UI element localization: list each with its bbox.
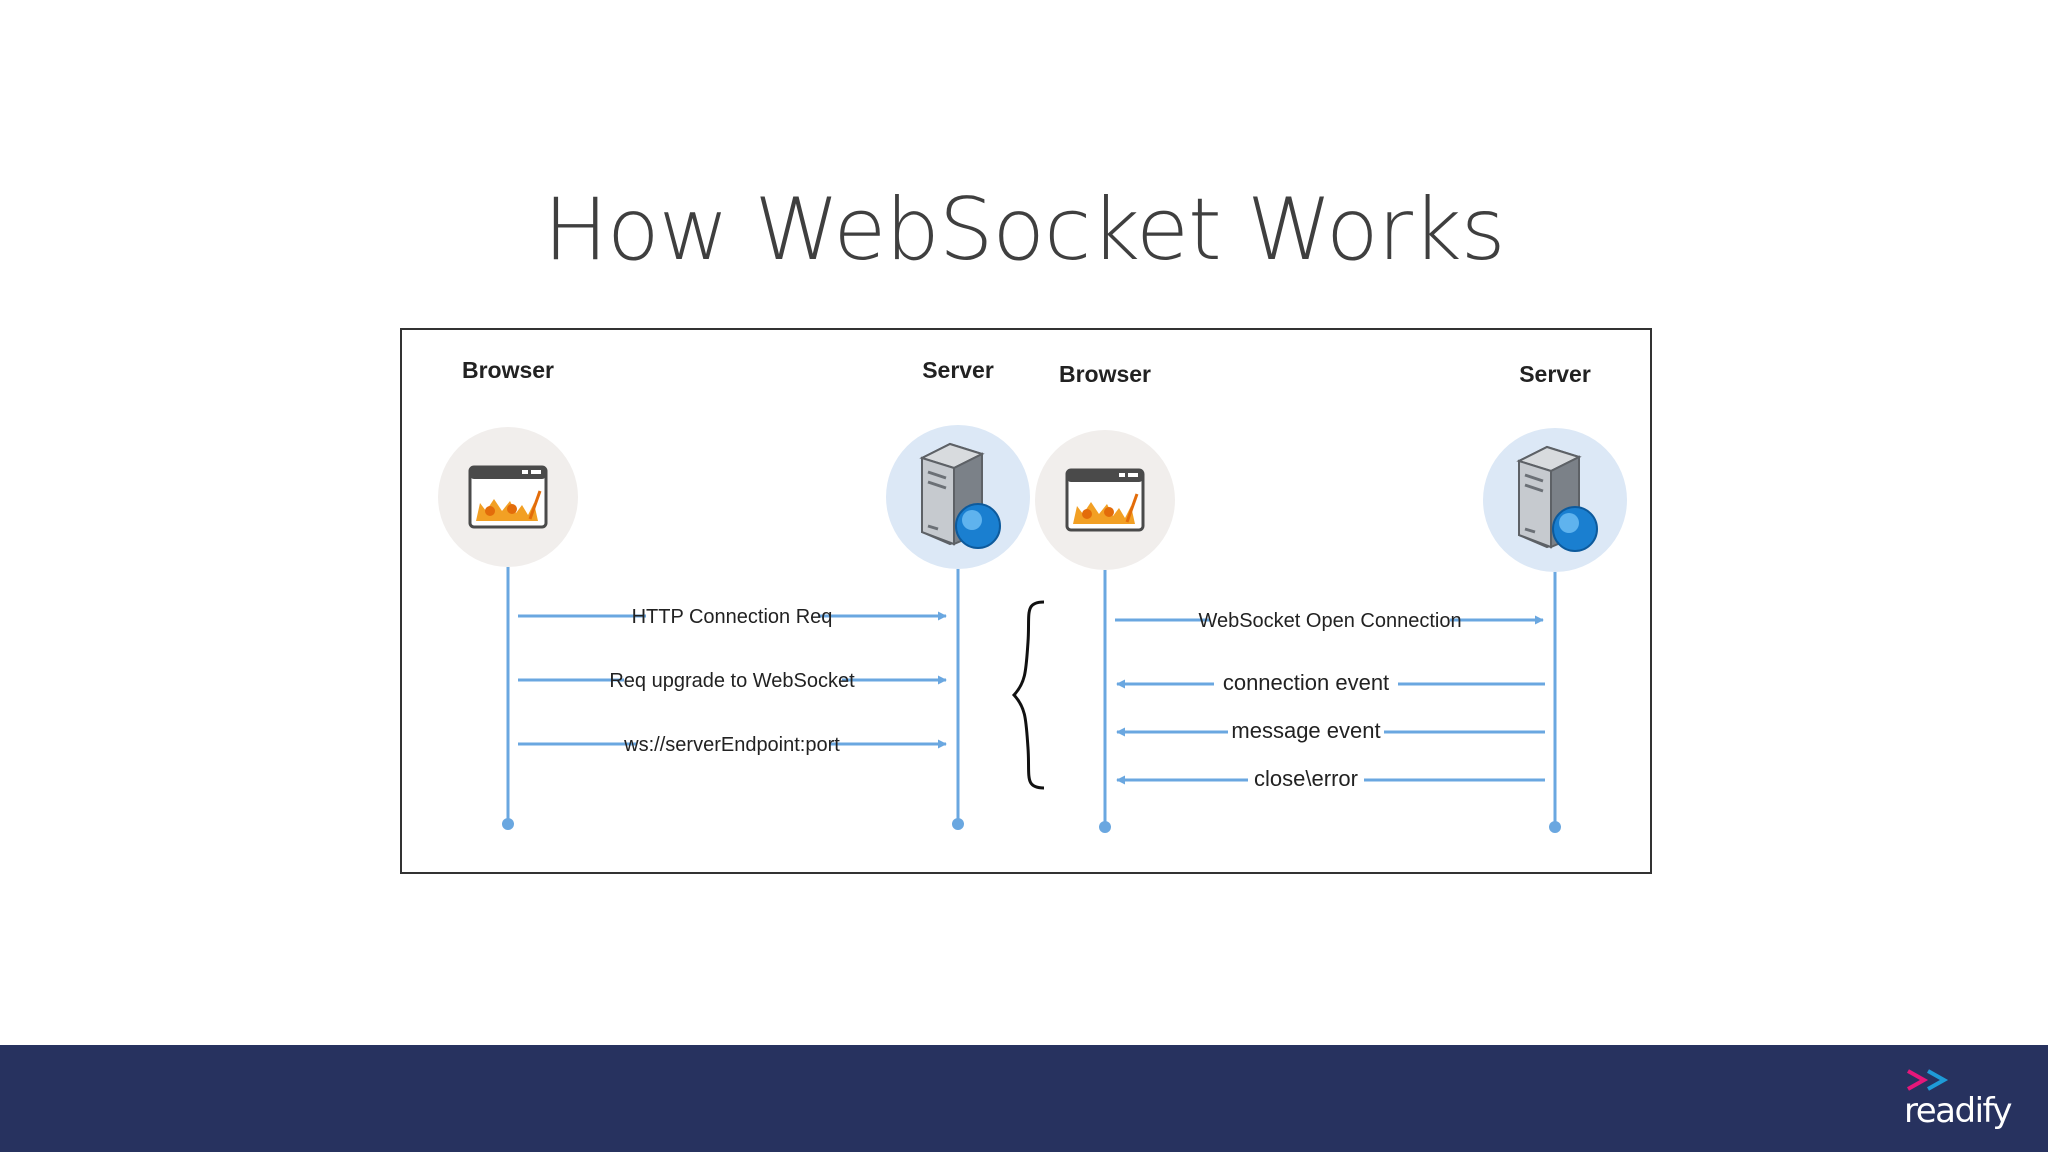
right-server-label: Server xyxy=(1519,361,1591,387)
right-message-1: WebSocket Open Connection xyxy=(1198,610,1461,632)
left-browser-label: Browser xyxy=(462,357,554,383)
right-message-3: message event xyxy=(1231,718,1380,743)
slide-title: How WebSocket Works xyxy=(543,180,1505,280)
curly-brace-icon xyxy=(1011,600,1045,790)
chevrons-icon xyxy=(1907,1069,1949,1091)
left-message-1: HTTP Connection Req xyxy=(632,606,833,628)
footer-bar: readify xyxy=(0,1045,2048,1152)
left-message-3: ws://serverEndpoint:port xyxy=(623,734,840,756)
right-browser-label: Browser xyxy=(1059,361,1151,387)
readify-logo: readify xyxy=(1904,1069,2013,1133)
browser-window-icon xyxy=(468,465,548,529)
brand-name: readify xyxy=(1904,1091,2013,1131)
browser-window-icon xyxy=(1065,468,1145,532)
websocket-diagram: Browser Server HTTP Connection Req Req u… xyxy=(400,328,1652,874)
right-browser-lifeline-end xyxy=(1099,821,1111,833)
left-message-2: Req upgrade to WebSocket xyxy=(609,670,855,692)
left-browser-lifeline-end xyxy=(502,818,514,830)
left-server-lifeline-end xyxy=(952,818,964,830)
right-message-4: close\error xyxy=(1254,766,1358,791)
left-server-label: Server xyxy=(922,357,994,383)
right-message-2: connection event xyxy=(1223,670,1389,695)
right-server-lifeline-end xyxy=(1549,821,1561,833)
